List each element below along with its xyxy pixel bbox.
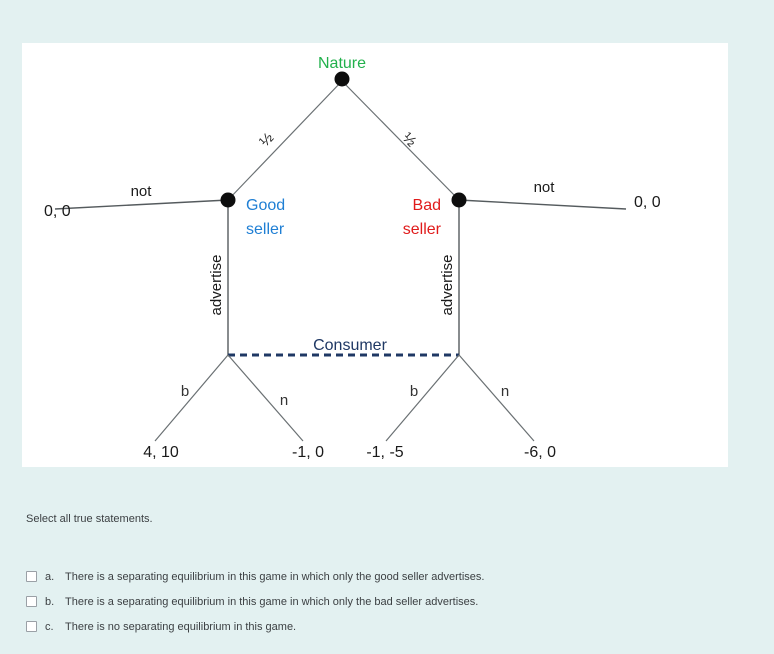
checkbox-option-b[interactable] bbox=[26, 596, 37, 607]
edge-good-notbuy bbox=[227, 354, 304, 442]
node-bad-seller bbox=[451, 192, 467, 208]
game-tree-svg: Nature Good seller Bad seller Consumer ½… bbox=[44, 55, 661, 461]
label-action-bad-buy: b bbox=[410, 383, 418, 400]
label-action-good-buy: b bbox=[181, 383, 189, 400]
game-tree-panel: Nature Good seller Bad seller Consumer ½… bbox=[22, 43, 728, 467]
payoff-bad-not: 0, 0 bbox=[634, 194, 661, 211]
options-list: a. There is a separating equilibrium in … bbox=[26, 564, 726, 639]
payoff-good-advertise-not: -1, 0 bbox=[292, 444, 324, 461]
label-probability-right: ½ bbox=[399, 129, 420, 150]
label-action-bad-notbuy: n bbox=[501, 383, 509, 400]
label-nature: Nature bbox=[318, 55, 366, 72]
edge-bad-buy bbox=[385, 354, 460, 442]
label-action-good-advertise: advertise bbox=[208, 255, 225, 316]
edge-good-buy bbox=[154, 354, 229, 442]
checkbox-option-a[interactable] bbox=[26, 571, 37, 582]
edge-good-not bbox=[54, 199, 229, 210]
payoff-good-advertise-buy: 4, 10 bbox=[143, 444, 179, 461]
option-row-a[interactable]: a. There is a separating equilibrium in … bbox=[26, 564, 726, 589]
label-bad-seller-line1: Bad bbox=[413, 197, 441, 214]
question-area: Select all true statements. a. There is … bbox=[0, 467, 774, 654]
option-row-c[interactable]: c. There is no separating equilibrium in… bbox=[26, 614, 726, 639]
option-text-a[interactable]: There is a separating equilibrium in thi… bbox=[65, 570, 485, 583]
label-action-good-not: not bbox=[131, 183, 153, 200]
payoff-good-not: 0, 0 bbox=[44, 203, 71, 220]
label-good-seller-line2: seller bbox=[246, 221, 285, 238]
label-good-seller-line1: Good bbox=[246, 197, 285, 214]
edge-nature-to-bad bbox=[341, 80, 460, 201]
edge-bad-notbuy bbox=[458, 354, 535, 442]
payoff-bad-advertise-not: -6, 0 bbox=[524, 444, 556, 461]
option-letter-a: a. bbox=[45, 570, 55, 583]
option-row-b[interactable]: b. There is a separating equilibrium in … bbox=[26, 589, 726, 614]
label-action-bad-not: not bbox=[534, 179, 556, 196]
checkbox-option-c[interactable] bbox=[26, 621, 37, 632]
label-action-good-notbuy: n bbox=[280, 392, 288, 409]
node-nature bbox=[334, 71, 350, 87]
payoff-bad-advertise-buy: -1, -5 bbox=[366, 444, 403, 461]
option-text-c[interactable]: There is no separating equilibrium in th… bbox=[65, 620, 297, 633]
label-bad-seller-line2: seller bbox=[403, 221, 442, 238]
node-good-seller bbox=[220, 192, 236, 208]
label-consumer: Consumer bbox=[313, 337, 387, 354]
option-text-b[interactable]: There is a separating equilibrium in thi… bbox=[65, 595, 479, 608]
edge-bad-not bbox=[458, 199, 627, 210]
option-letter-b: b. bbox=[45, 595, 55, 608]
option-letter-c: c. bbox=[45, 620, 54, 633]
edge-nature-to-good bbox=[227, 80, 343, 201]
label-action-bad-advertise: advertise bbox=[439, 255, 456, 316]
question-prompt: Select all true statements. bbox=[26, 513, 153, 525]
label-probability-left: ½ bbox=[256, 129, 277, 150]
